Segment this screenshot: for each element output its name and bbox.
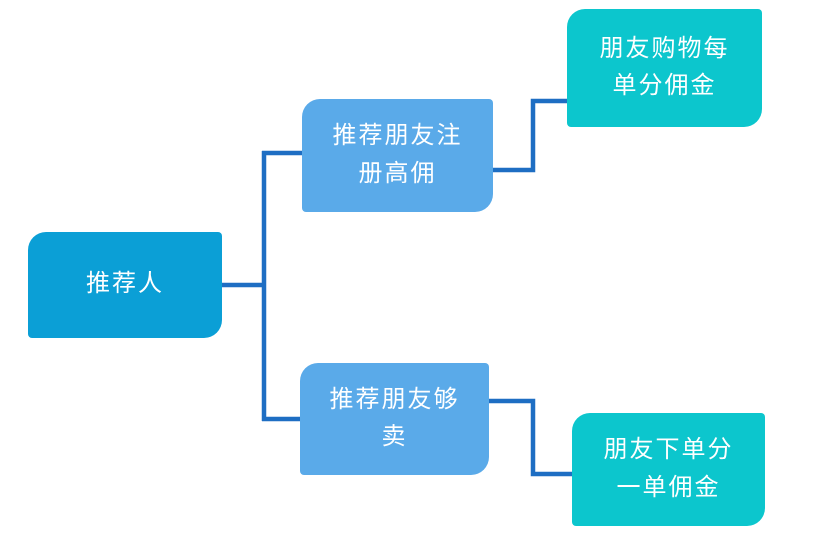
node-friend-shopping-commission: 朋友购物每 单分佣金	[567, 9, 762, 127]
node-refer-friend-register: 推荐朋友注 册高佣	[302, 99, 493, 212]
node-refer-friend-purchase: 推荐朋友够 卖	[300, 363, 489, 475]
connector-leaf-bottom	[489, 398, 572, 477]
node-friend-order-commission: 朋友下单分 一单佣金	[572, 413, 765, 526]
connector-leaf-top	[493, 98, 567, 173]
node-referrer: 推荐人	[28, 232, 222, 338]
